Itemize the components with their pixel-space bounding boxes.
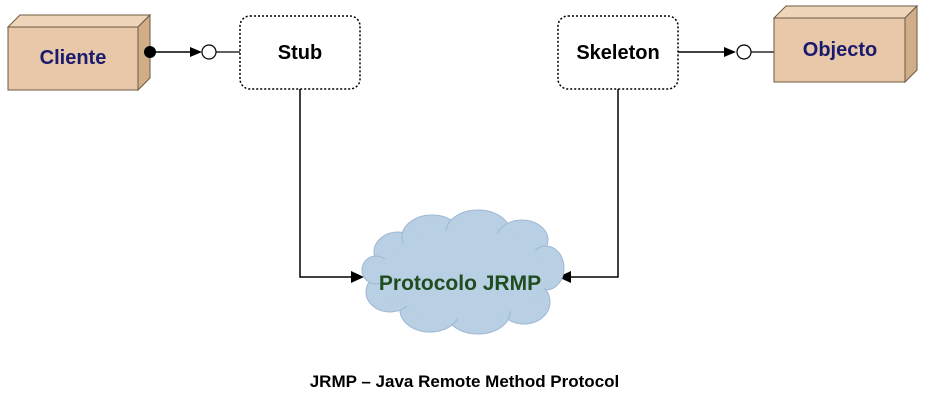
cliente-label: Cliente (40, 47, 107, 69)
cliente-box: Cliente (6, 13, 152, 92)
interface-lollipop (736, 44, 752, 60)
connector-arrowhead (724, 47, 736, 57)
objecto-box-side (904, 4, 918, 84)
cliente-box-front (7, 26, 139, 91)
interface-lollipop (201, 44, 217, 60)
link-line (299, 89, 352, 278)
protocolo-label: Protocolo JRMP (379, 272, 541, 295)
skeleton-box-outline (557, 15, 679, 90)
skeleton-label: Skeleton (576, 42, 659, 64)
skeleton-box: Skeleton (557, 15, 679, 90)
cliente-stub-connector (144, 44, 240, 60)
cloud-core (380, 230, 548, 318)
skeleton-to-protocol-link (558, 89, 619, 283)
connector-arrowhead (190, 47, 202, 57)
stub-box: Stub (239, 15, 361, 90)
stub-to-protocol-link (299, 89, 364, 283)
stub-label: Stub (278, 42, 322, 64)
link-arrowhead (558, 271, 571, 283)
objecto-box-front (773, 17, 906, 83)
objecto-box-top (772, 5, 919, 19)
skeleton-objecto-connector (678, 44, 774, 60)
diagram-caption: JRMP – Java Remote Method Protocol (309, 372, 620, 391)
stub-box-outline (239, 15, 361, 90)
cliente-box-top (6, 14, 152, 28)
protocol-cloud: Protocolo JRMP (361, 209, 565, 335)
link-arrowhead (351, 271, 364, 283)
objecto-box: Objecto (772, 4, 919, 84)
link-line (570, 89, 619, 278)
objecto-label: Objecto (803, 39, 877, 61)
